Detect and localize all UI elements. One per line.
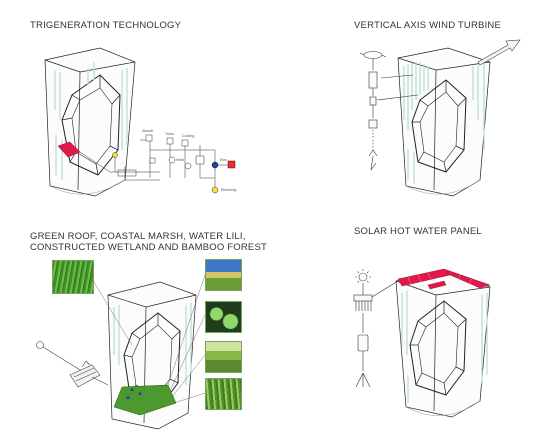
label-cooling: Cooling: [182, 134, 194, 138]
panel-solar-hot-water: SOLAR HOT WATER PANEL: [268, 215, 537, 437]
building-outline: [396, 271, 490, 417]
solar-diagram: [268, 215, 537, 437]
panel-green-roof: GREEN ROOF, COASTAL MARSH, WATER LILI, C…: [0, 215, 268, 437]
label-heat: Heat: [176, 158, 184, 162]
panel-wind-turbine: VERTICAL AXIS WIND TURBINE: [268, 0, 537, 215]
blue-node: [212, 162, 218, 168]
red-box: [228, 161, 235, 168]
label-elec: Elec.: [220, 158, 228, 162]
green-roof-diagram: [0, 215, 268, 437]
yellow-node-top: [113, 153, 118, 158]
bicycle-icon: [37, 342, 109, 388]
wind-arrow-icon: [478, 40, 520, 65]
solar-components: [354, 281, 398, 387]
sun-icon: [355, 269, 371, 285]
yellow-node-bottom: [212, 187, 218, 193]
trigeneration-diagram: [0, 0, 268, 215]
label-turbo: Turbo: [165, 132, 174, 136]
wind-turbine-diagram: [268, 0, 537, 215]
panel-trigeneration: TRIGENERATION TECHNOLOGY: [0, 0, 268, 215]
label-absorb: Absorb: [142, 129, 153, 133]
label-electricity: Electricity: [221, 188, 236, 192]
circuit-components: [146, 135, 204, 169]
